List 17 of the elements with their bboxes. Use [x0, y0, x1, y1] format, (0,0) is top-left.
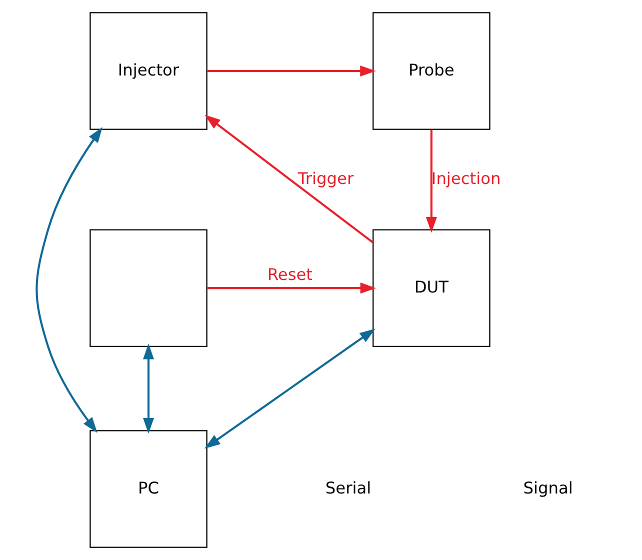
arrow — [35, 127, 102, 433]
arrow — [204, 114, 374, 244]
arrow — [206, 65, 376, 76]
legend-label: Signal — [522, 478, 572, 498]
node-box: Injector — [89, 12, 207, 130]
arrow — [206, 282, 376, 294]
edge-label: Trigger — [297, 168, 354, 188]
arrow — [204, 328, 375, 449]
legend-label: Serial — [324, 478, 371, 498]
arrow — [425, 130, 436, 233]
arrow — [142, 344, 154, 434]
node-box: PC — [89, 430, 207, 548]
node-box: Probe — [372, 12, 490, 130]
edge-label: Injection — [430, 168, 500, 188]
node-box: DUT — [372, 229, 490, 347]
node-box — [89, 229, 207, 347]
edge-label: Reset — [266, 265, 312, 284]
